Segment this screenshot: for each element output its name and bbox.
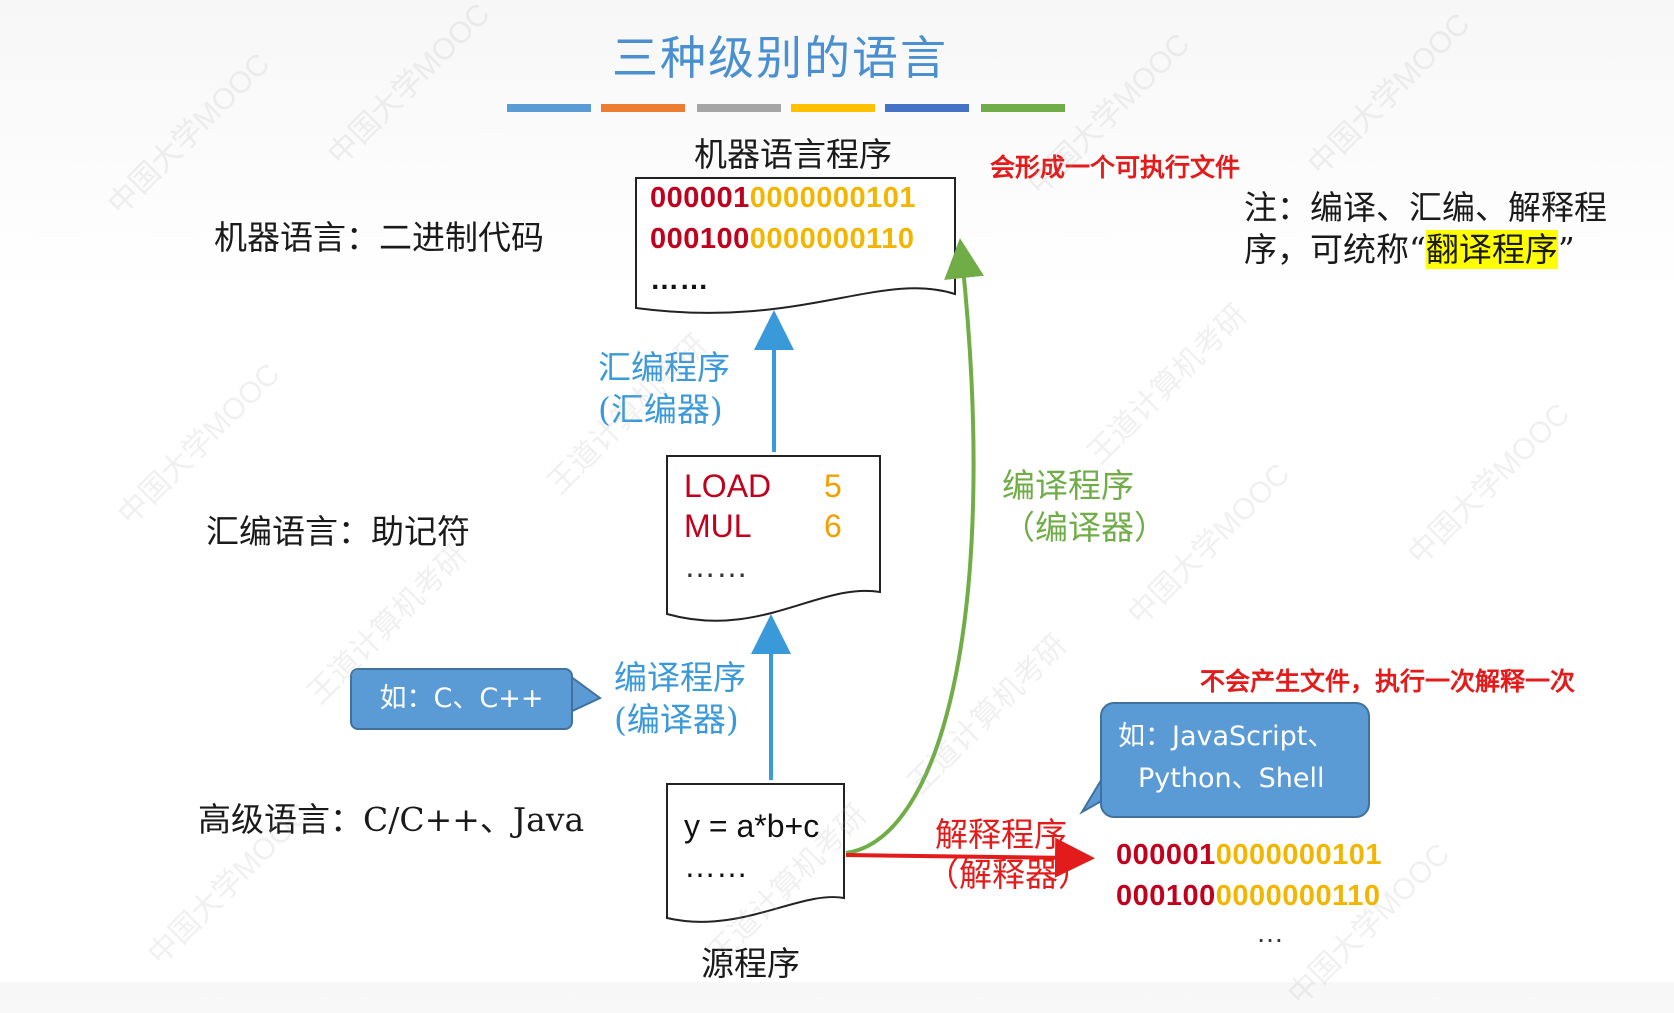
machine-code-content: 0000010000000101 0001000000000110 …… — [650, 178, 916, 301]
direct-compile-arrow — [845, 238, 984, 855]
script-example-callout: 如：JavaScript、 Python、Shell — [1100, 702, 1370, 818]
assembler-label: 汇编程序 (汇编器) — [598, 348, 730, 429]
interpreter-label: 解释程序 （解释器） — [926, 815, 1091, 894]
source-document — [666, 783, 845, 923]
output-more: … — [1256, 917, 1284, 948]
compiler-label: 编译程序 (编译器) — [614, 658, 746, 739]
assembly-document — [666, 455, 881, 622]
assembly-language-label: 汇编语言：助记符 — [206, 512, 470, 551]
high-level-language-label: 高级语言：C/C++、Java — [198, 800, 585, 839]
machine-language-label: 机器语言：二进制代码 — [214, 218, 544, 257]
executable-note: 会形成一个可执行文件 — [990, 153, 1241, 182]
assembly-more: …… — [684, 548, 748, 584]
machine-code-document — [635, 177, 956, 314]
source-line: y = a*b+c — [684, 808, 820, 844]
page-title: 三种级别的语言 — [612, 31, 948, 85]
no-file-note: 不会产生文件，执行一次解释一次 — [1200, 667, 1576, 696]
direct-compiler-label: 编译程序 （编译器） — [1002, 466, 1167, 547]
machine-code-line: 0001000000000110 — [650, 223, 915, 255]
output-line: 0000010000000101 — [1116, 839, 1383, 871]
c-example-callout: 如：C、C++ — [350, 668, 573, 730]
title-bar-segment — [697, 104, 781, 112]
diagram-canvas — [569, 177, 1130, 923]
title-bar-segment — [885, 104, 969, 112]
output-line: 0001000000000110 — [1116, 880, 1381, 912]
c-callout-tail — [569, 674, 602, 714]
title-bar-segment — [791, 104, 875, 112]
source-more: …… — [684, 848, 748, 884]
machine-code-line: 0000010000000101 — [650, 182, 917, 214]
translator-highlight: 翻译程序 — [1425, 230, 1558, 269]
interpreter-output: 0000010000000101 0001000000000110 … — [1116, 835, 1382, 949]
machine-code-more: …… — [650, 264, 709, 296]
source-code-content: y = a*b+c …… — [684, 806, 819, 886]
source-program-title: 源程序 — [701, 944, 800, 983]
title-bar-segment — [601, 104, 685, 112]
title-bar-segment — [507, 104, 591, 112]
interpreter-arrow — [845, 837, 1095, 878]
machine-program-title: 机器语言程序 — [694, 135, 892, 174]
translator-note: 注：编译、汇编、解释程 序，可统称“翻译程序” — [1244, 188, 1607, 269]
title-bar-segment — [981, 104, 1065, 112]
